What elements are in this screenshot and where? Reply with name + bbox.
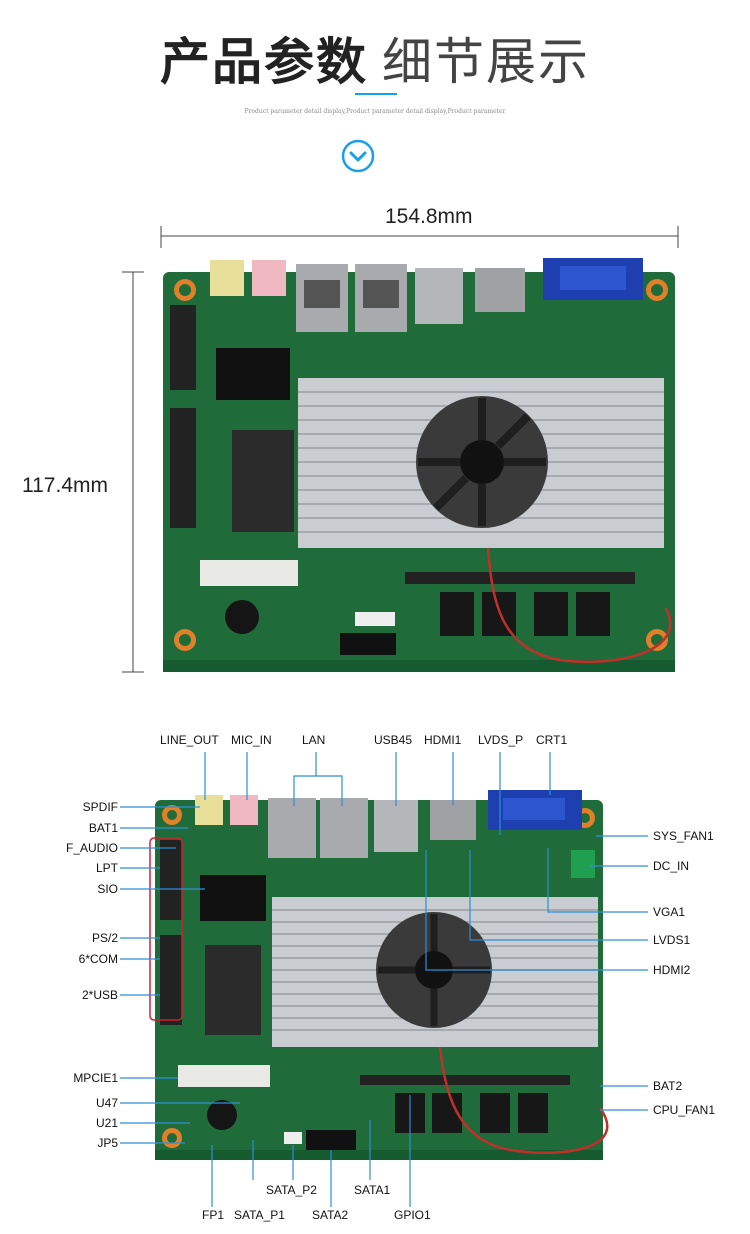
label-mic-in: MIC_IN (231, 733, 272, 747)
width-dimension-label: 154.8mm (385, 205, 473, 228)
label-6com: 6*COM (78, 952, 118, 966)
label-sata1: SATA1 (354, 1183, 391, 1197)
label-lan: LAN (302, 733, 326, 747)
label-crt1: CRT1 (536, 733, 568, 747)
label-u47: U47 (95, 1096, 118, 1110)
label-lvds-p: LVDS_P (478, 733, 524, 747)
label-jp5: JP5 (97, 1136, 118, 1150)
label-cpu-fan1: CPU_FAN1 (653, 1103, 716, 1117)
chevron-down-icon (341, 139, 375, 173)
height-dimension-label: 117.4mm (22, 474, 108, 497)
label-gpio1: GPIO1 (394, 1208, 431, 1222)
label-bat2: BAT2 (653, 1079, 683, 1093)
label-hdmi1: HDMI1 (424, 733, 462, 747)
title-underline (355, 93, 397, 95)
label-f-audio: F_AUDIO (65, 841, 118, 855)
label-sio: SIO (97, 882, 118, 896)
title-light: 细节展示 (382, 33, 590, 91)
title-bold: 产品参数 (160, 33, 368, 91)
label-vga1: VGA1 (653, 905, 686, 919)
label-2usb: 2*USB (81, 988, 118, 1002)
label-ps2: PS/2 (91, 931, 118, 945)
label-hdmi2: HDMI2 (653, 963, 691, 977)
label-spdif: SPDIF (82, 800, 118, 814)
label-fp1: FP1 (202, 1208, 225, 1222)
label-usb45: USB45 (374, 733, 413, 747)
label-sata-p2: SATA_P2 (266, 1183, 317, 1197)
label-mpcie1: MPCIE1 (73, 1071, 118, 1085)
page-subtitle: Product parameter detail display,Product… (244, 108, 506, 115)
label-lpt: LPT (95, 861, 118, 875)
label-u21: U21 (95, 1116, 118, 1130)
page-title: 产品参数细节展示 (0, 22, 750, 94)
label-sys-fan1: SYS_FAN1 (653, 829, 714, 843)
label-dc-in: DC_IN (653, 859, 690, 873)
label-line-out: LINE_OUT (160, 733, 219, 747)
board-photo-top (122, 226, 679, 673)
label-sata-p1: SATA_P1 (234, 1208, 285, 1222)
label-bat1: BAT1 (88, 821, 118, 835)
label-lvds1: LVDS1 (653, 933, 691, 947)
label-sata2: SATA2 (312, 1208, 349, 1222)
